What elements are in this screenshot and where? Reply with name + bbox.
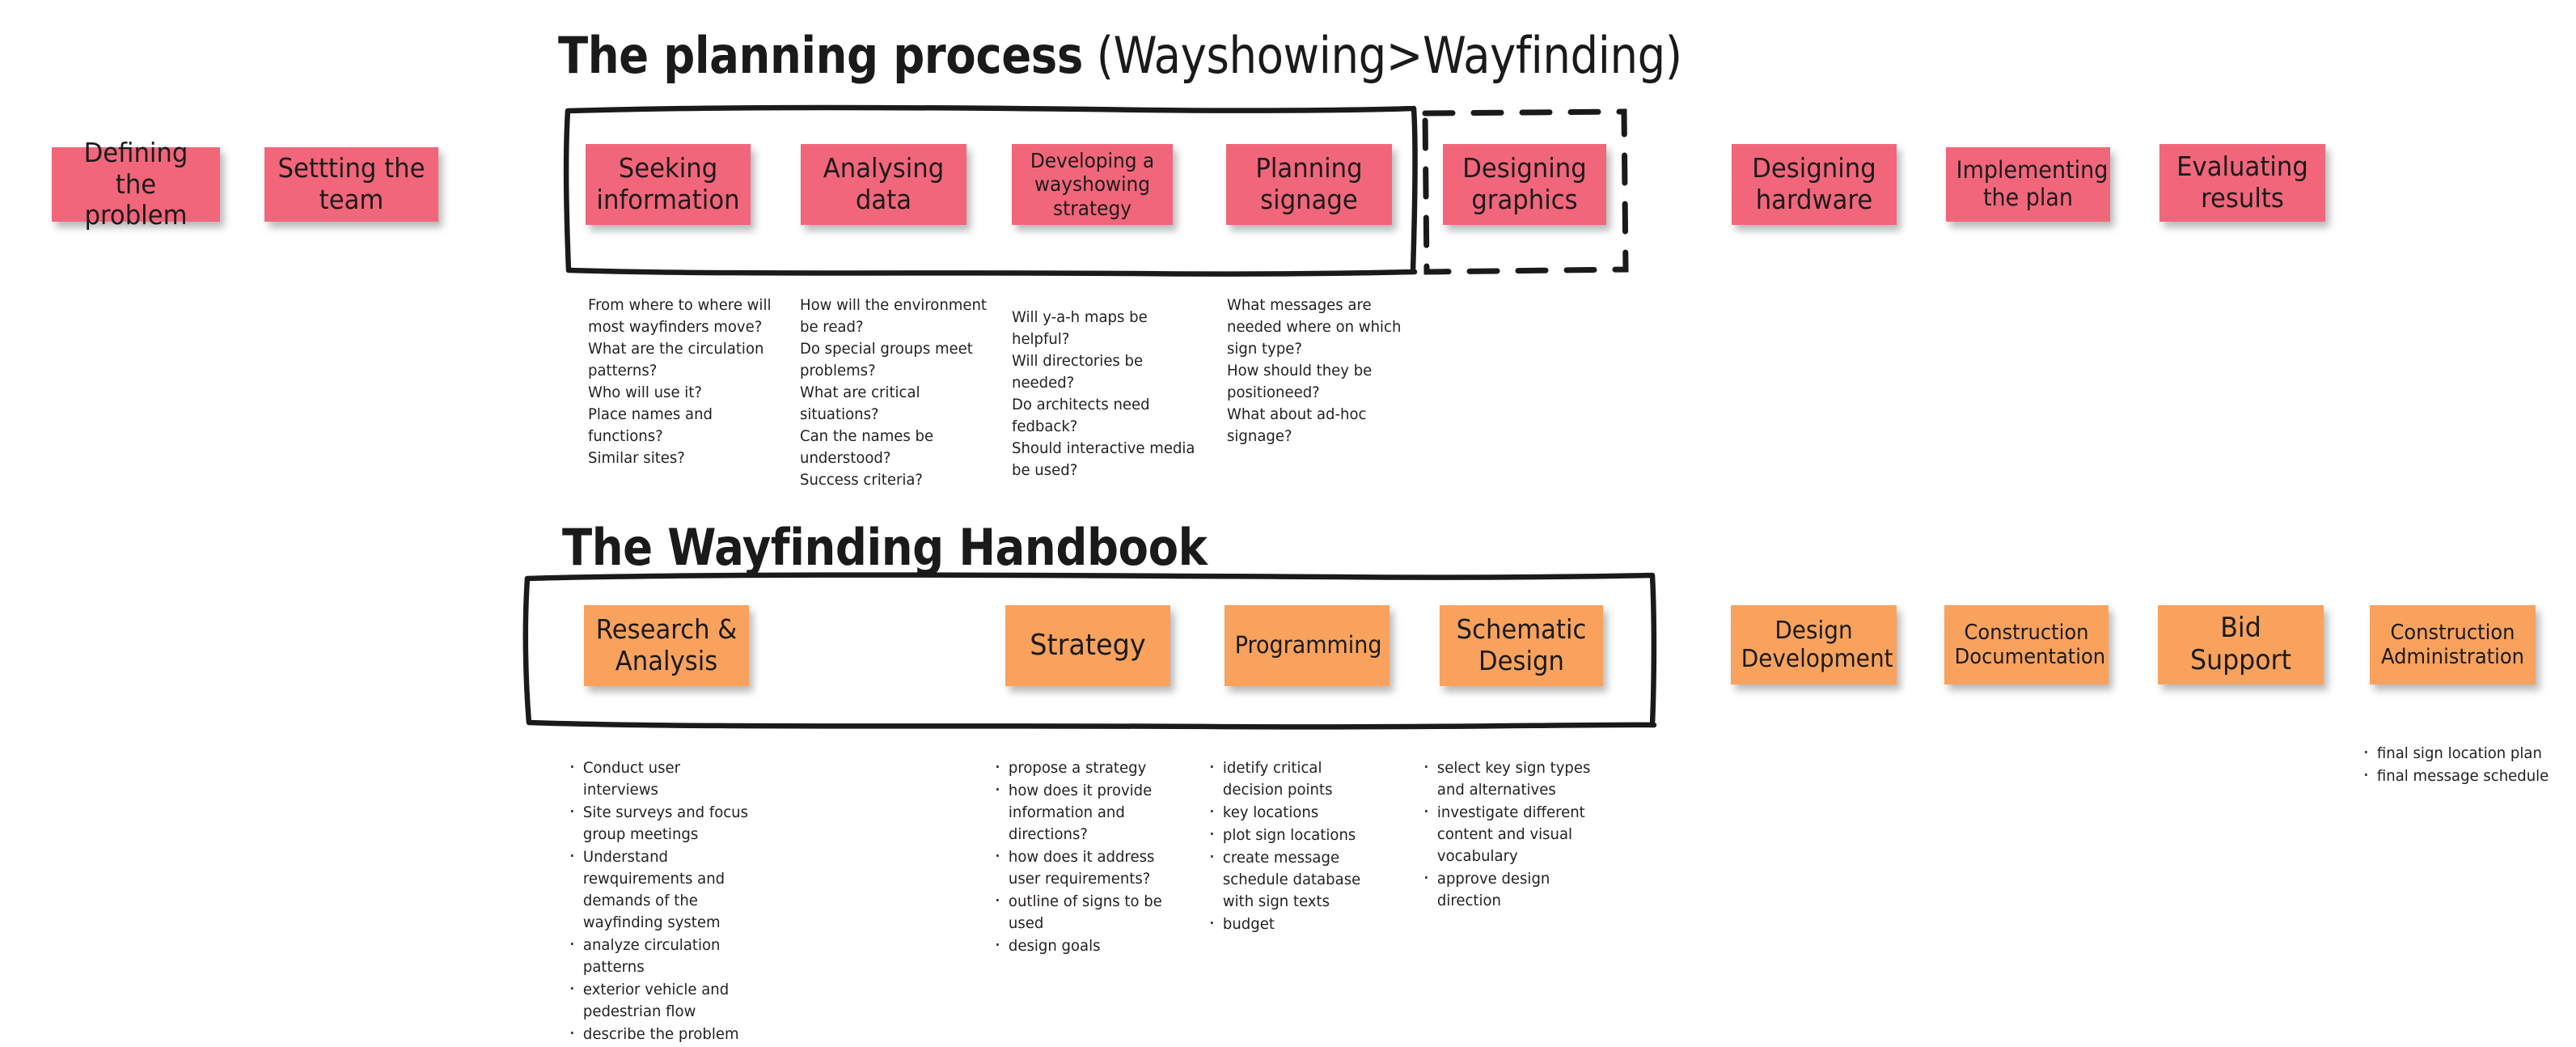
card-designing-hardware[interactable]: Designing hardware — [1732, 144, 1897, 225]
card-programming[interactable]: Programming — [1225, 605, 1390, 686]
list-item: Understand rewquirements and demands of … — [566, 842, 759, 934]
list-item: outline of signs to be used — [992, 887, 1184, 935]
card-implementing-the-plan[interactable]: Implementing the plan — [1946, 147, 2110, 222]
list-item: select key sign types and alternatives — [1420, 753, 1613, 801]
card-label: Defining the problem — [83, 137, 188, 231]
card-label: Design Development — [1741, 616, 1893, 673]
list-item: key locations — [1206, 798, 1379, 825]
card-design-development[interactable]: Design Development — [1731, 605, 1897, 685]
bullets-research-and-analysis: Conduct user interviewsSite surveys and … — [566, 753, 759, 1047]
card-analysing-data[interactable]: Analysing data — [801, 144, 967, 225]
list-item: how does it address user requirements? — [992, 842, 1184, 890]
card-label: Seeking information — [596, 152, 740, 215]
card-label: Settting the team — [277, 152, 425, 215]
card-schematic-design[interactable]: Schematic Design — [1440, 605, 1603, 686]
list-item: plot sign locations — [1206, 820, 1379, 848]
bullets-schematic-design: select key sign types and alternativesin… — [1420, 753, 1613, 913]
list-item: describe the problem — [566, 1019, 759, 1047]
card-bid-support[interactable]: Bid Support — [2158, 605, 2324, 685]
list-item: Site surveys and focus group meetings — [566, 798, 759, 846]
list-item: investigate different content and visual… — [1420, 798, 1613, 867]
note-planning-signage: What messages are needed where on which … — [1227, 296, 1402, 445]
card-defining-the-problem[interactable]: Defining the problem — [52, 137, 220, 231]
card-label: Research & Analysis — [595, 613, 738, 676]
card-developing-a-wayshowing-strategy[interactable]: Developing a wayshowing strategy — [1012, 144, 1173, 225]
list-item: approve design direction — [1420, 864, 1613, 912]
card-label: Analysing data — [823, 152, 945, 215]
note-developing-wayshowing-strategy: Will y-a-h maps be helpful? Will directo… — [1012, 308, 1195, 479]
card-planning-signage[interactable]: Planning signage — [1226, 144, 1392, 225]
planning-title-regular: (Wayshowing>Wayfinding) — [1082, 26, 1682, 85]
card-label: Planning signage — [1255, 152, 1363, 215]
card-label: Bid Support — [2190, 612, 2291, 676]
card-label: Construction Administration — [2381, 620, 2524, 669]
list-item: propose a strategy — [992, 753, 1184, 781]
card-label: Construction Documentation — [1954, 620, 2106, 669]
list-item: Conduct user interviews — [566, 753, 759, 801]
card-construction-administration[interactable]: Construction Administration — [2370, 605, 2536, 685]
list-item: idetify critical decision points — [1206, 753, 1379, 801]
list-item: exterior vehicle and pedestrian flow — [566, 975, 759, 1023]
card-strategy[interactable]: Strategy — [1005, 605, 1170, 686]
bullets-strategy: propose a strategyhow does it provide in… — [992, 753, 1184, 959]
card-label: Implementing the plan — [1956, 156, 2109, 211]
card-label: Evaluating results — [2176, 150, 2308, 214]
card-label: Developing a wayshowing strategy — [1030, 149, 1155, 220]
list-item: budget — [1206, 909, 1379, 937]
planning-title-bold: The planning process — [558, 26, 1083, 85]
card-evaluating-results[interactable]: Evaluating results — [2159, 144, 2325, 222]
list-item: analyze circulation patterns — [566, 930, 759, 978]
list-item: design goals — [992, 931, 1184, 959]
card-setting-the-team[interactable]: Settting the team — [264, 147, 438, 222]
card-research-and-analysis[interactable]: Research & Analysis — [584, 605, 749, 686]
note-analysing-data: How will the environment be read? Do spe… — [800, 296, 987, 489]
card-label: Strategy — [1030, 628, 1146, 662]
bullets-construction-administration: final sign location planfinal message sc… — [2360, 739, 2553, 789]
list-item: final message schedule — [2360, 761, 2553, 789]
card-label: Designing hardware — [1752, 152, 1876, 215]
card-seeking-information[interactable]: Seeking information — [586, 144, 751, 225]
page-title-wayfinding-handbook: The Wayfinding Handbook — [562, 518, 1208, 577]
list-item: how does it provide information and dire… — [992, 776, 1184, 846]
bullets-programming: idetify critical decision pointskey loca… — [1206, 753, 1379, 937]
card-label: Programming — [1234, 631, 1382, 659]
card-label: Designing graphics — [1462, 152, 1587, 215]
note-seeking-information: From where to where will most wayfinders… — [588, 296, 772, 467]
card-designing-graphics[interactable]: Designing graphics — [1443, 144, 1606, 225]
card-label: Schematic Design — [1456, 613, 1587, 676]
page-title-planning-process: The planning process (Wayshowing>Wayfind… — [558, 26, 1682, 85]
list-item: create message schedule database with si… — [1206, 843, 1379, 913]
card-construction-documentation[interactable]: Construction Documentation — [1944, 605, 2109, 685]
list-item: final sign location plan — [2360, 739, 2553, 766]
handbook-title-text: The Wayfinding Handbook — [562, 518, 1208, 577]
